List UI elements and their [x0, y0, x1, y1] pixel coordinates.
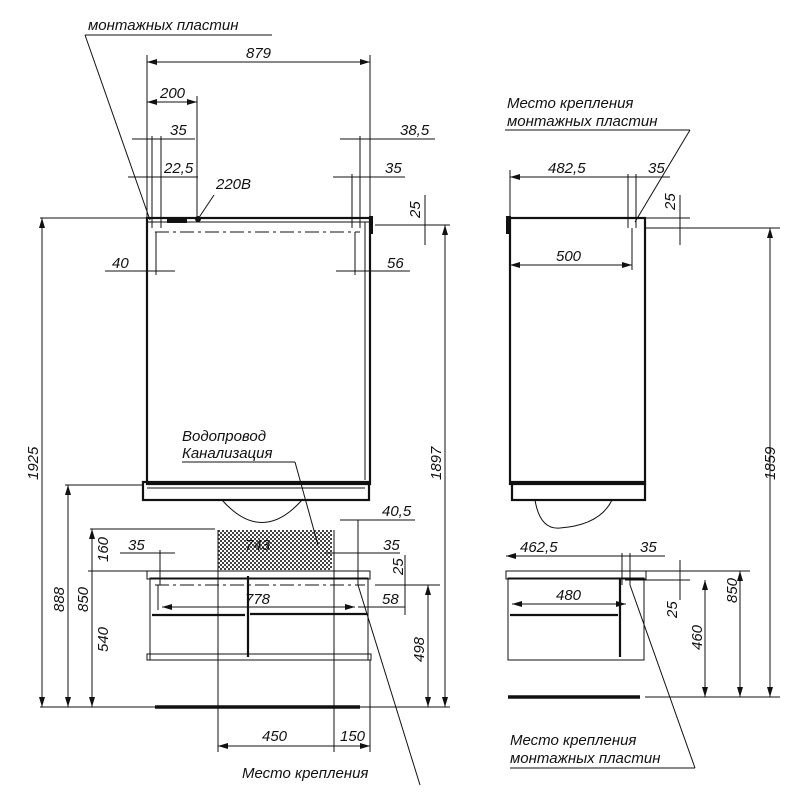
mount-place-label: Место крепления: [242, 765, 368, 782]
dim-200: 200: [159, 85, 186, 102]
side-view: [505, 129, 780, 769]
dim-888: 888: [51, 586, 68, 612]
dim-35-right: 35: [385, 160, 402, 177]
dim-40: 40: [112, 255, 129, 272]
vanity-top: [146, 570, 371, 580]
dim-width: 879: [246, 45, 272, 62]
dim-58: 58: [382, 591, 399, 608]
dim-22-5: 22,5: [163, 160, 194, 177]
mount-place-label-bottom-right: Место крепления: [510, 732, 636, 749]
mount-plates-label: монтажных пластин: [88, 17, 238, 34]
mirror-cabinet: [145, 216, 372, 486]
dim-480: 480: [556, 587, 582, 604]
dim-56: 56: [387, 255, 404, 272]
basin-bowl: [221, 499, 303, 523]
mount-plates-label-bottom-right: монтажных пластин: [510, 750, 660, 767]
dim-1897: 1897: [428, 446, 445, 480]
dim-850: 850: [75, 586, 92, 612]
dim-150: 150: [340, 728, 366, 745]
dim-25-side-b: 25: [664, 601, 681, 619]
sewer-label: Канализация: [182, 445, 273, 462]
basin-side: [534, 499, 613, 529]
mount-place-label-side: Место крепления: [507, 95, 633, 112]
dim-38-5: 38,5: [400, 122, 430, 139]
dim-35-side-b: 35: [640, 539, 657, 556]
dim-35-c: 35: [383, 537, 400, 554]
mirror-shelf: [141, 480, 371, 502]
socket-box: [167, 218, 187, 223]
dim-500: 500: [556, 248, 582, 265]
front-view: [39, 34, 450, 786]
dim-25: 25: [407, 201, 424, 219]
dim-850-side: 850: [724, 577, 741, 603]
dim-1925: 1925: [25, 446, 42, 480]
dim-35-side: 35: [648, 160, 665, 177]
pipe-zone-hatch: [218, 530, 332, 570]
dim-450: 450: [262, 728, 288, 745]
mount-plates-label-side: монтажных пластин: [507, 113, 657, 130]
water-supply-label: Водопровод: [182, 428, 266, 445]
dim-482-5: 482,5: [548, 160, 586, 177]
dim-35: 35: [170, 122, 187, 139]
dim-743: 743: [245, 537, 271, 554]
dim-40-5: 40,5: [382, 503, 412, 520]
mirror-cabinet-side: [508, 216, 647, 486]
dim-25-side: 25: [662, 193, 679, 211]
dim-460: 460: [689, 624, 706, 650]
dim-498: 498: [411, 636, 428, 662]
dim-778: 778: [245, 591, 271, 608]
dim-25-b: 25: [390, 558, 407, 576]
dim-462-5: 462,5: [520, 539, 558, 556]
dim-1859: 1859: [762, 446, 779, 480]
power-label: 220В: [215, 176, 251, 193]
dim-540: 540: [95, 626, 112, 652]
dim-160: 160: [95, 536, 112, 562]
dim-35-b: 35: [128, 537, 145, 554]
